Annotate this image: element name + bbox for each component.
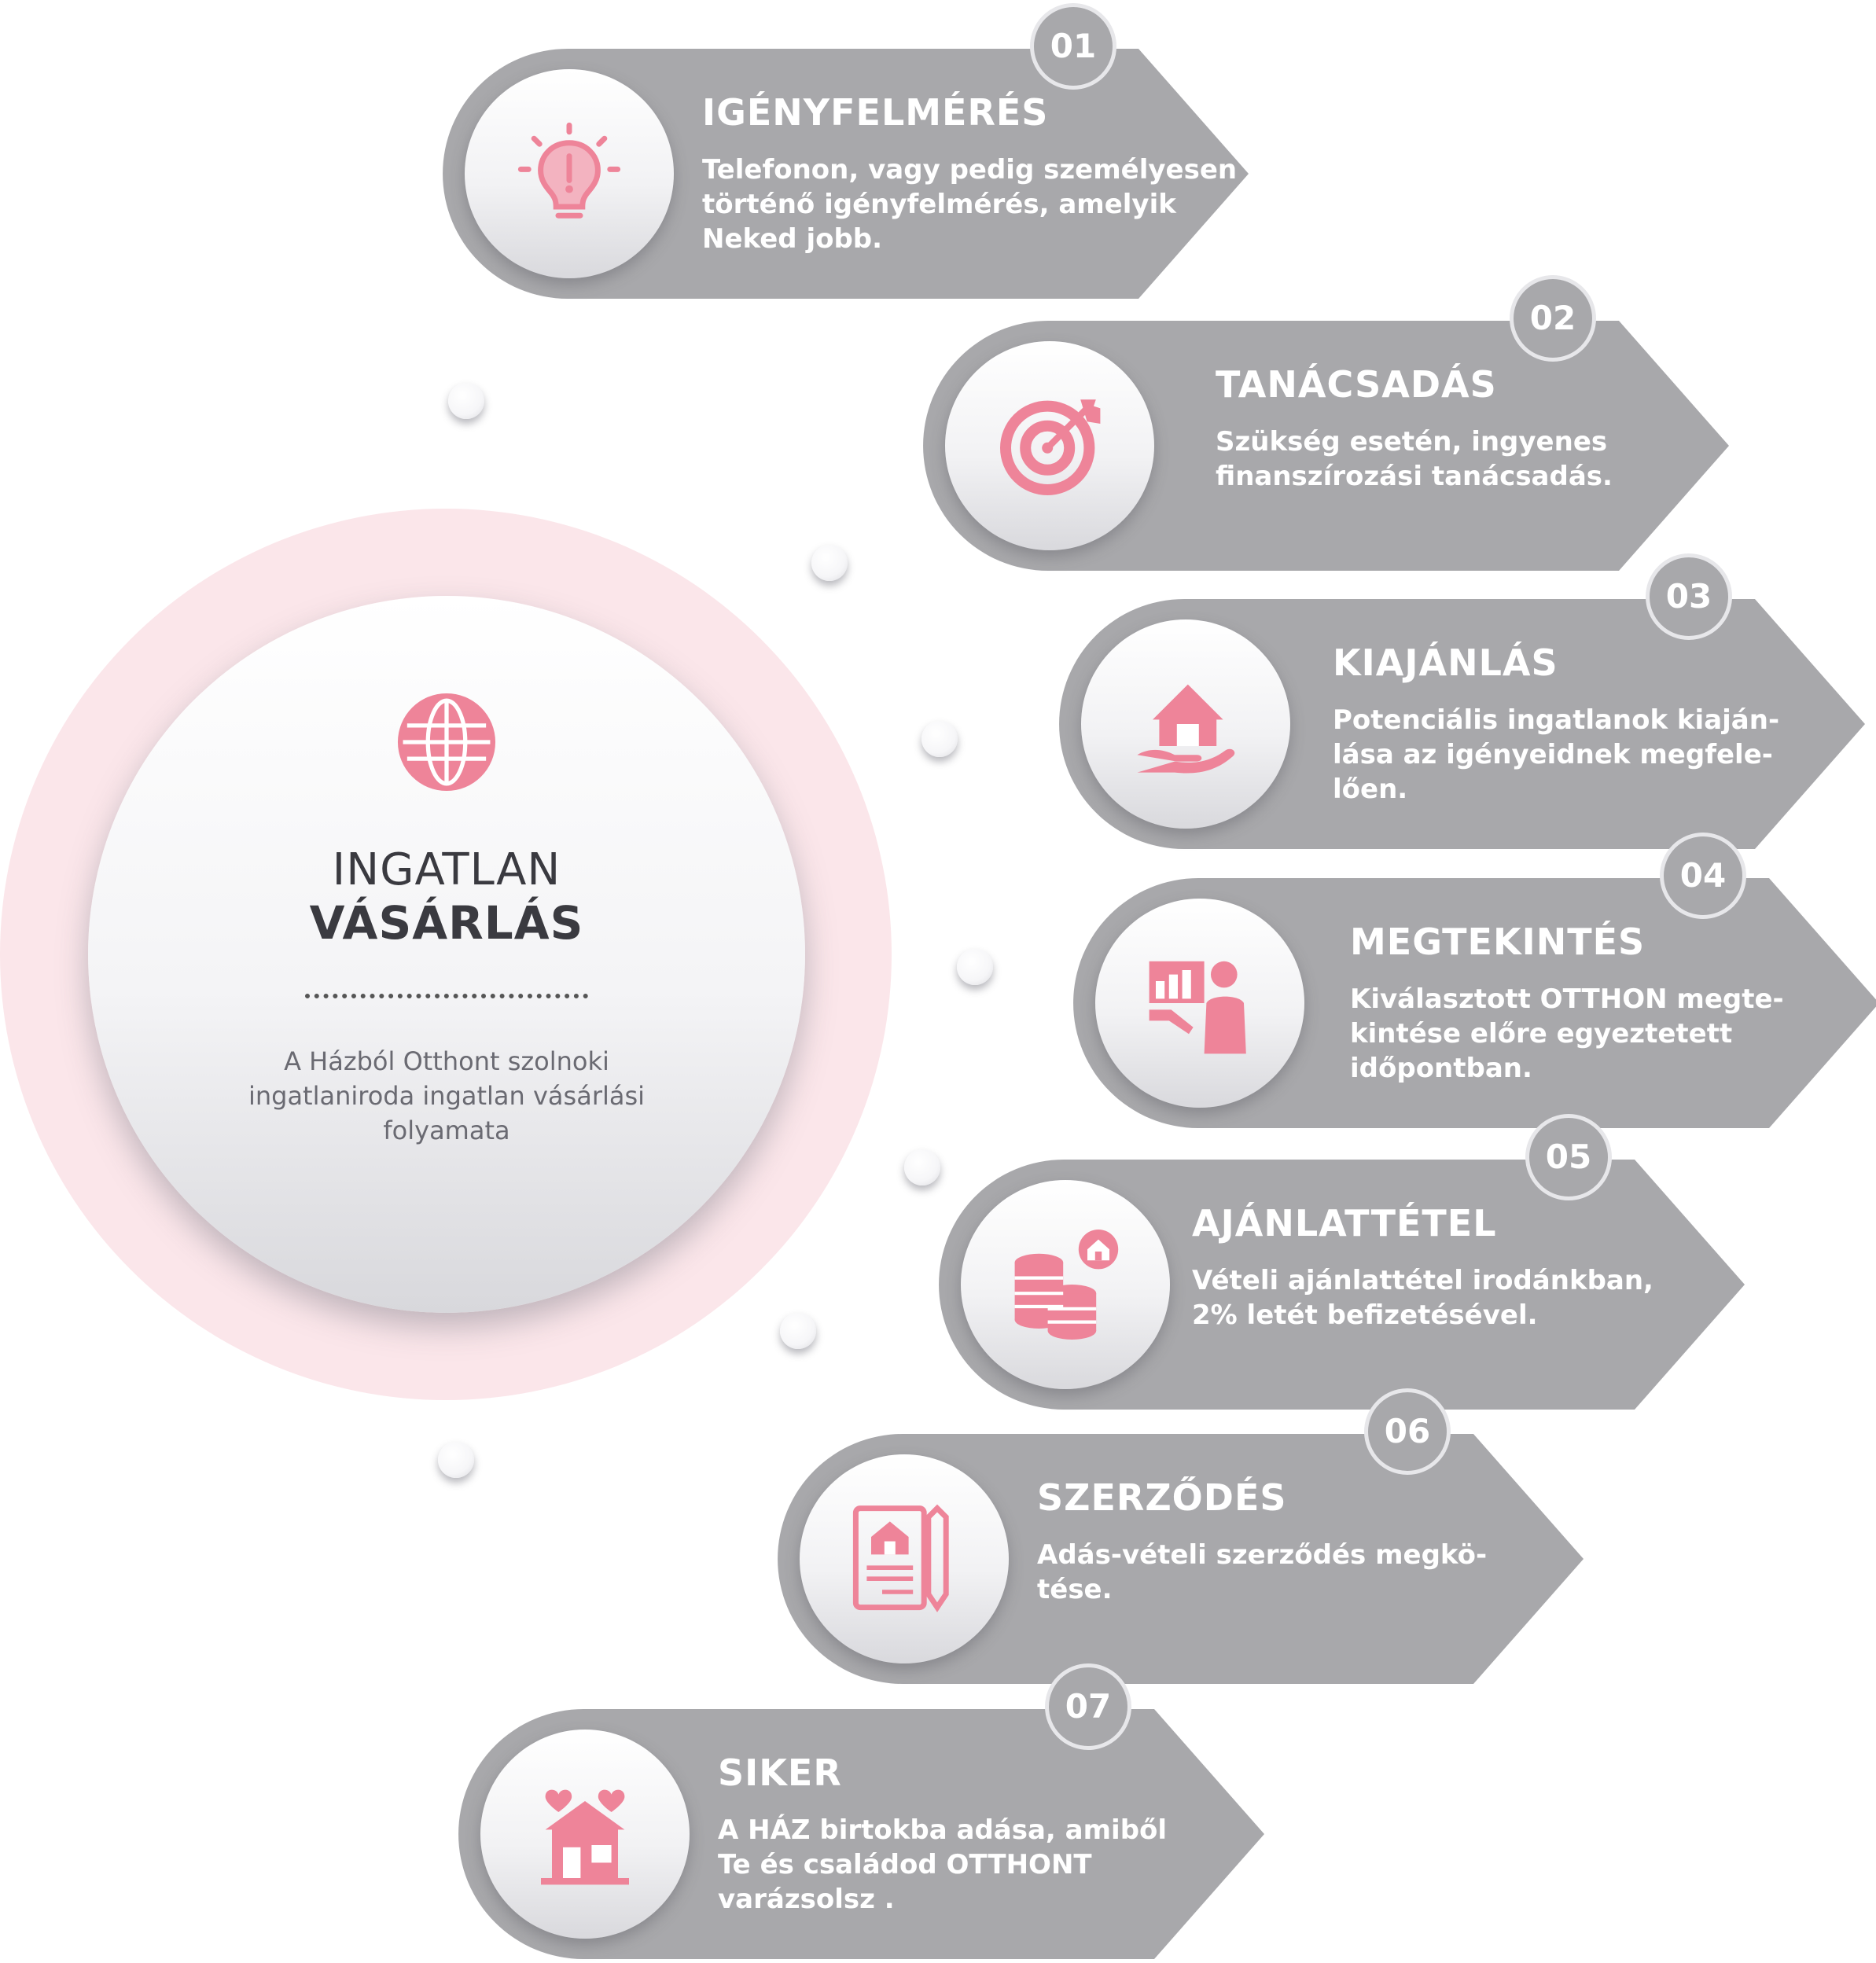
lightbulb-icon: [517, 122, 621, 219]
presentation-agent-icon: [1149, 961, 1246, 1054]
step-icon-circle: [961, 1180, 1170, 1389]
step-number-badge: 05: [1525, 1114, 1612, 1200]
hub-title-bold: VÁSÁRLÁS: [309, 896, 584, 950]
step-number-badge: 02: [1510, 275, 1596, 362]
step-number-badge: 03: [1646, 553, 1732, 640]
hub-title-light: INGATLAN: [332, 844, 561, 895]
step-icon-circle: [1095, 899, 1304, 1108]
connector-dot: [811, 545, 848, 581]
step-title: AJÁNLATTÉTEL: [1192, 1202, 1497, 1244]
step-text: Szükség esetén, ingyenes finanszírozási …: [1216, 426, 1613, 492]
step-title: MEGTEKINTÉS: [1350, 921, 1646, 963]
step-title: IGÉNYFELMÉRÉS: [702, 91, 1049, 134]
step-icon-circle: [1081, 619, 1290, 829]
connector-dot: [921, 721, 958, 757]
step-text: Adás-vételi szerződés megkö- tése.: [1037, 1539, 1488, 1605]
step-title: TANÁCSADÁS: [1216, 363, 1497, 406]
step-number-badge: 06: [1364, 1388, 1451, 1475]
step-text: Kiválasztott OTTHON megte- kintése előre…: [1350, 983, 1784, 1084]
connector-dot: [904, 1149, 940, 1186]
contract-pen-icon: [852, 1504, 949, 1612]
target-icon: [1000, 399, 1101, 495]
step-number-badge: 04: [1660, 833, 1746, 919]
step-icon-circle: [480, 1730, 690, 1939]
step-number-badge: 01: [1030, 3, 1116, 90]
house-hearts-icon: [541, 1789, 629, 1885]
step-number-badge: 07: [1045, 1663, 1131, 1750]
hub-description: A Házból Otthont szolnoki ingatlaniroda …: [248, 1046, 646, 1145]
hub-divider: [305, 994, 588, 998]
step-title: KIAJÁNLÁS: [1333, 641, 1558, 684]
connector-dot: [780, 1313, 816, 1349]
globe-icon: [397, 693, 496, 792]
step-icon-circle: [945, 341, 1154, 550]
step-title: SIKER: [718, 1752, 842, 1794]
step-text: Vételi ajánlattétel irodánkban, 2% letét…: [1192, 1265, 1653, 1331]
step-title: SZERZŐDÉS: [1037, 1476, 1287, 1519]
step-icon-circle: [465, 69, 674, 278]
connector-dot: [448, 383, 484, 419]
hub-circle: INGATLAN VÁSÁRLÁS A Házból Otthont szoln…: [88, 596, 805, 1313]
step-icon-circle: [800, 1454, 1009, 1663]
step-text: Telefonon, vagy pedig személyesen történ…: [702, 154, 1238, 255]
connector-dot: [438, 1442, 474, 1478]
step-text: Potenciális ingatlanok kiaján- lása az i…: [1333, 704, 1780, 805]
step-text: A HÁZ birtokba adása, amiből Te és csalá…: [718, 1814, 1168, 1915]
coins-house-icon: [1014, 1230, 1119, 1340]
connector-dot: [957, 949, 993, 985]
house-hand-icon: [1137, 684, 1235, 774]
